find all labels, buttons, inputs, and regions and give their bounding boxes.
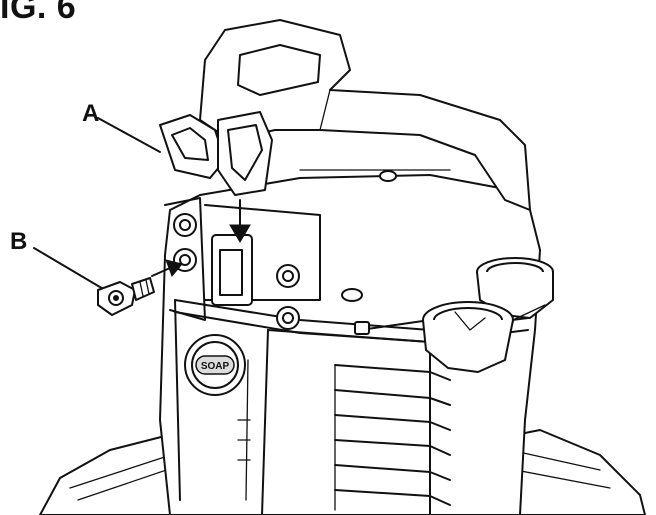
arrow-right-icon <box>151 259 183 277</box>
nozzle-storage-panel <box>164 197 321 330</box>
figure-title: IG. 6 <box>0 0 77 26</box>
soap-cap-label: SOAP <box>201 361 230 372</box>
part-b-nozzle <box>97 277 155 316</box>
leader-line-a <box>97 117 161 153</box>
callout-label-a: A <box>82 100 100 127</box>
arrow-down-icon <box>229 199 251 243</box>
accessory-holder <box>422 257 554 373</box>
callout-label-b: B <box>10 228 28 255</box>
soap-cap <box>184 334 246 396</box>
part-a-grip-clip <box>159 111 273 196</box>
side-vents <box>334 364 451 511</box>
side-hook <box>354 319 431 335</box>
leader-line-b <box>33 247 106 291</box>
side-knob <box>341 288 363 302</box>
